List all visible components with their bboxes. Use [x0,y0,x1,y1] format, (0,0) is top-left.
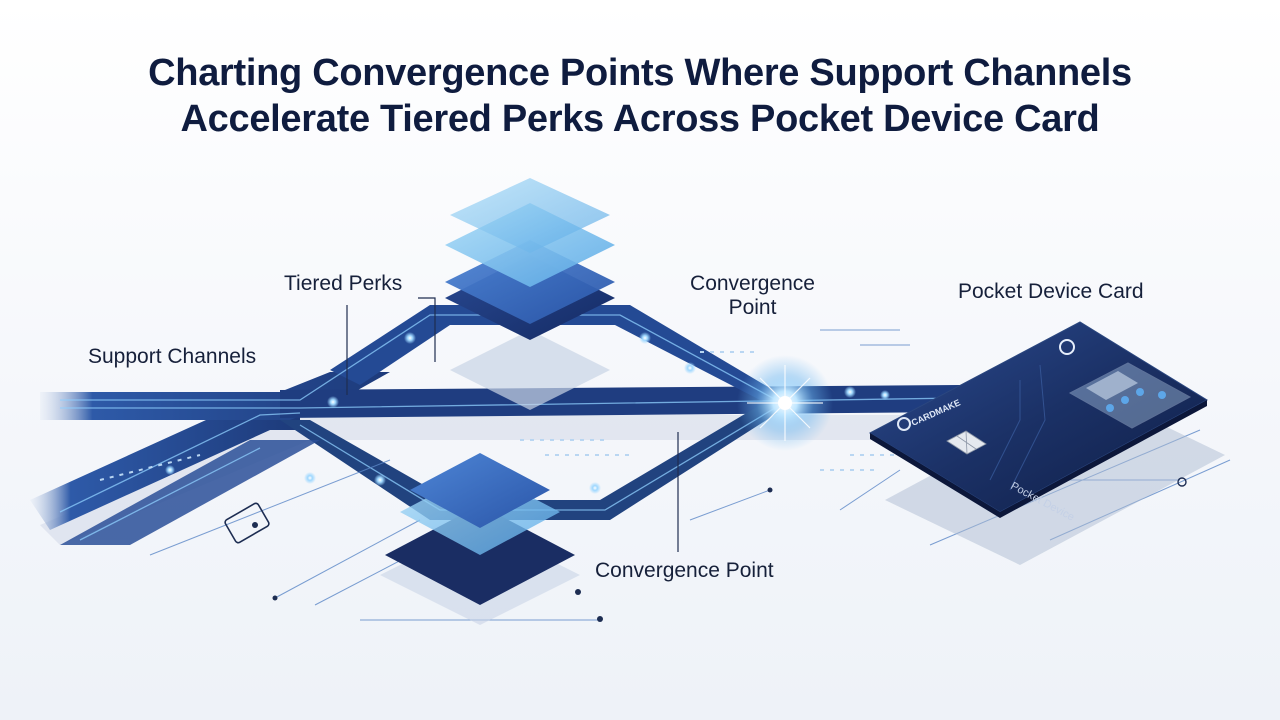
card-glass-panel [1068,362,1192,429]
circuit-node [224,502,270,544]
label-tiered-perks: Tiered Perks [284,272,403,295]
support-channel-track-lower [30,400,300,530]
label-pocket-device-card: Pocket Device Card [958,280,1144,303]
card-edge [870,400,1207,518]
main-trunk-track [280,385,960,418]
tiered-perks-stack [445,178,615,410]
signal-dot [374,474,386,486]
bottom-layer-1 [410,453,550,528]
wide-band-track [60,440,320,545]
title-line-2: Accelerate Tiered Perks Across Pocket De… [180,98,1100,140]
signal-dot [684,362,696,374]
glow-burst-icon [737,355,833,451]
signal-dots [165,332,890,494]
signal-dot [639,332,651,344]
pocket-device-card: CARDMAKE Pocket Device [868,321,1225,565]
signal-dot [327,396,339,408]
signal-dot [589,482,601,494]
label-support-channels: Support Channels [88,345,257,368]
label-convergence-line1: Convergence [690,272,815,295]
small-ring [1177,477,1187,487]
logo-icon [897,417,911,431]
perk-layer-1 [450,178,610,253]
label-convergence-point-bottom: Convergence Point [595,559,774,582]
signal-dot [165,465,175,475]
signal-dot [880,390,890,400]
small-dot [597,616,603,622]
small-dot [272,595,278,601]
title-line-1: Charting Convergence Points Where Suppor… [148,52,1132,94]
callout-lines [346,297,679,552]
signal-dot [404,332,416,344]
perk-layer-shadow [450,330,610,410]
small-dot [575,589,581,595]
bottom-convergence-stack [380,453,580,625]
signal-dot [844,386,856,398]
dashed-ticks [99,351,900,481]
label-convergence-point-top: Convergence Point [660,272,845,320]
chip-icon [946,430,987,455]
label-convergence-line2: Point [728,296,777,319]
small-dot [767,487,773,493]
nfc-icon [1059,339,1075,355]
lower-route-track [280,405,790,520]
signal-dot [304,472,316,484]
page-title: Charting Convergence Points Where Suppor… [0,50,1280,142]
